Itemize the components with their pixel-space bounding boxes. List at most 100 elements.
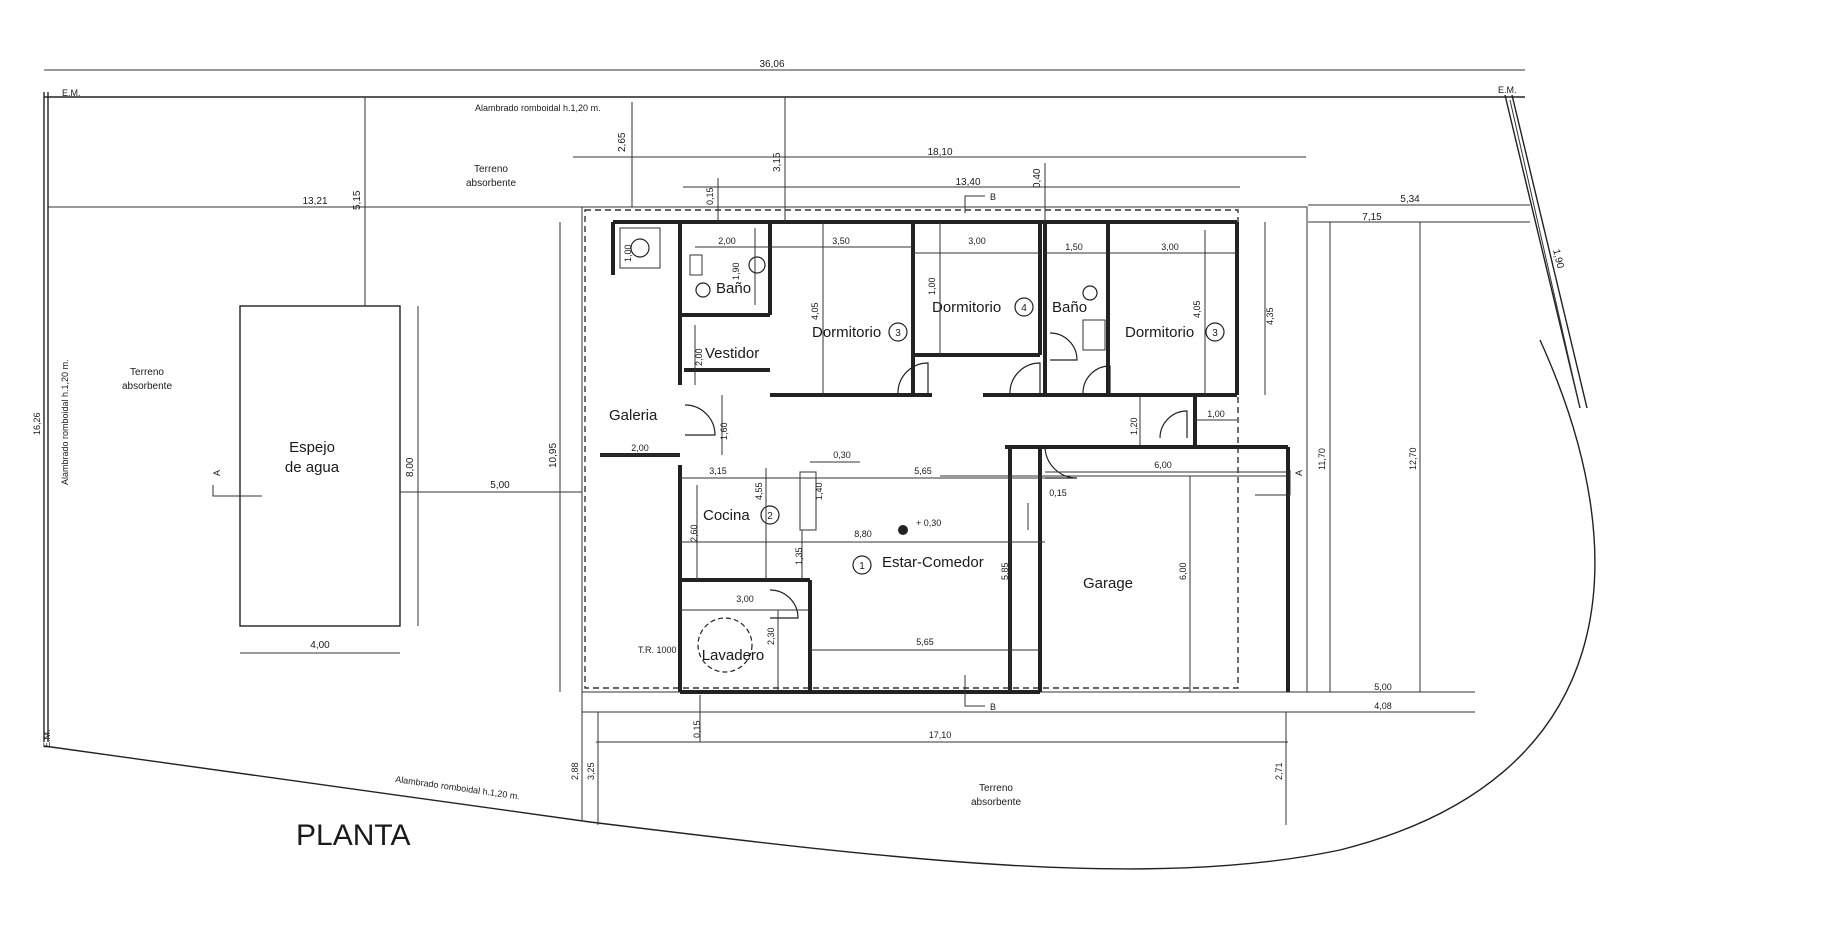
dim-5-00-pool: 5,00 [490, 480, 510, 491]
dim-1-00-small: 1,00 [623, 244, 633, 262]
dim-0-30-a: 0,30 [833, 450, 851, 460]
room-bano-1: Baño [716, 280, 751, 297]
dim-5-85: 5,85 [1000, 562, 1010, 580]
section-b-top: B [990, 192, 996, 202]
dim-18-10: 18,10 [927, 147, 952, 158]
pool-label-2: de agua [285, 459, 340, 476]
section-b-bottom: B [990, 702, 996, 712]
fence-left-label: Alambrado romboidal h.1,20 m. [60, 359, 70, 485]
dim-4-05-a: 4,05 [810, 302, 820, 320]
dim-2-60: 2,60 [689, 524, 699, 542]
dim-4-05-b: 4,05 [1192, 300, 1202, 318]
dim-4-08: 4,08 [1374, 701, 1392, 711]
plan-title: PLANTA [296, 819, 410, 852]
pool-label-1: Espejo [289, 439, 335, 456]
section-a-right: A [1294, 470, 1304, 476]
room-garage: Garage [1083, 575, 1133, 592]
dimension-lines [44, 69, 1581, 825]
terrain-left-1: Terreno [130, 367, 164, 378]
dim-3-00-lavadero: 3,00 [736, 594, 754, 604]
room-bano-2: Baño [1052, 299, 1087, 316]
room-dormitorio-1-num: 3 [895, 328, 901, 339]
dim-3-15-top: 3,15 [772, 152, 783, 172]
dim-1-40: 1,40 [814, 482, 824, 500]
dim-10-95: 10,95 [548, 443, 559, 468]
dim-5-15: 5,15 [352, 190, 363, 210]
dim-11-70: 11,70 [1317, 448, 1327, 470]
dim-1-00-right: 1,00 [1207, 409, 1225, 419]
terrain-left-2: absorbente [122, 381, 172, 392]
house-walls [581, 206, 1308, 694]
dim-1-90-right: 1,90 [1550, 248, 1565, 270]
dim-5-00-right: 5,00 [1374, 682, 1392, 692]
terrain-top-1: Terreno [474, 164, 508, 175]
room-dormitorio-3-num: 3 [1212, 328, 1218, 339]
dim-8-80: 8,80 [854, 529, 872, 539]
dim-1-50: 1,50 [1065, 242, 1083, 252]
terrain-bottom-2: absorbente [971, 797, 1021, 808]
dim-0-15-top: 0,15 [705, 187, 715, 205]
dim-plus-0-30: + 0,30 [916, 518, 941, 528]
dim-13-21: 13,21 [302, 196, 327, 207]
room-dormitorio-1: Dormitorio [812, 324, 881, 341]
terrain-bottom-1: Terreno [979, 783, 1013, 794]
dim-2-88: 2,88 [570, 762, 580, 780]
dim-8-00: 8,00 [405, 457, 416, 477]
room-vestidor: Vestidor [705, 345, 759, 362]
em-top-right: E.M. [1498, 85, 1517, 95]
room-cocina-num: 2 [767, 511, 773, 522]
room-estar-comedor: Estar-Comedor [882, 554, 984, 571]
dim-5-65-bottom: 5,65 [916, 637, 934, 647]
dim-4-55: 4,55 [754, 482, 764, 500]
property-boundary [43, 92, 1596, 870]
section-a-left: A [212, 470, 222, 476]
em-top-left: E.M. [62, 88, 81, 98]
dim-3-50: 3,50 [832, 236, 850, 246]
dim-0-40: 0,40 [1032, 168, 1043, 188]
room-lavadero: Lavadero [702, 647, 765, 664]
doors [619, 227, 1188, 673]
dim-2-30: 2,30 [766, 627, 776, 645]
room-estar-num: 1 [859, 561, 865, 572]
dim-13-40: 13,40 [955, 177, 980, 188]
dim-3-25: 3,25 [586, 762, 596, 780]
dim-6-00-top: 6,00 [1154, 460, 1172, 470]
dim-1-20: 1,20 [1129, 417, 1139, 435]
section-markers: A A B B [212, 192, 1304, 712]
dim-1-00-dorm: 1,00 [927, 277, 937, 295]
room-dormitorio-2: Dormitorio [932, 299, 1001, 316]
dim-12-70: 12,70 [1408, 447, 1418, 470]
dim-5-34: 5,34 [1400, 194, 1420, 205]
dim-4-35: 4,35 [1265, 307, 1275, 325]
terrain-top-2: absorbente [466, 178, 516, 189]
dim-0-15-bottom: 0,15 [692, 720, 702, 738]
fence-top-label: Alambrado romboidal h.1,20 m. [475, 103, 601, 113]
dim-0-15-garage: 0,15 [1049, 488, 1067, 498]
tr-label: T.R. 1000 [638, 645, 677, 655]
room-cocina: Cocina [703, 507, 750, 524]
dim-5-65-top: 5,65 [914, 466, 932, 476]
dim-1-60: 1,60 [719, 422, 729, 440]
dim-7-15: 7,15 [1362, 212, 1382, 223]
dim-2-65: 2,65 [617, 132, 628, 152]
room-dormitorio-3: Dormitorio [1125, 324, 1194, 341]
em-bottom-left: E.M. [42, 729, 52, 748]
dim-3-00-dorm: 3,00 [968, 236, 986, 246]
dim-16-26: 16,26 [32, 412, 42, 435]
pool: Espejo de agua [239, 305, 401, 627]
dim-3-15-cocina: 3,15 [709, 466, 727, 476]
dim-4-00: 4,00 [310, 640, 330, 651]
dim-1-90: 1,90 [731, 262, 741, 280]
dim-2-00-galeria: 2,00 [631, 443, 649, 453]
room-dormitorio-2-num: 4 [1021, 303, 1027, 314]
room-galeria: Galeria [609, 407, 658, 424]
dim-2-00-vestidor: 2,00 [694, 348, 704, 366]
dim-3-00-dorm3: 3,00 [1161, 242, 1179, 252]
dim-6-00-garage: 6,00 [1178, 562, 1188, 580]
dim-1-35: 1,35 [794, 547, 804, 565]
dim-17-10: 17,10 [929, 730, 952, 740]
dim-2-00-bath: 2,00 [718, 236, 736, 246]
dim-2-71: 2,71 [1274, 762, 1284, 780]
dim-36-06: 36,06 [759, 59, 784, 70]
